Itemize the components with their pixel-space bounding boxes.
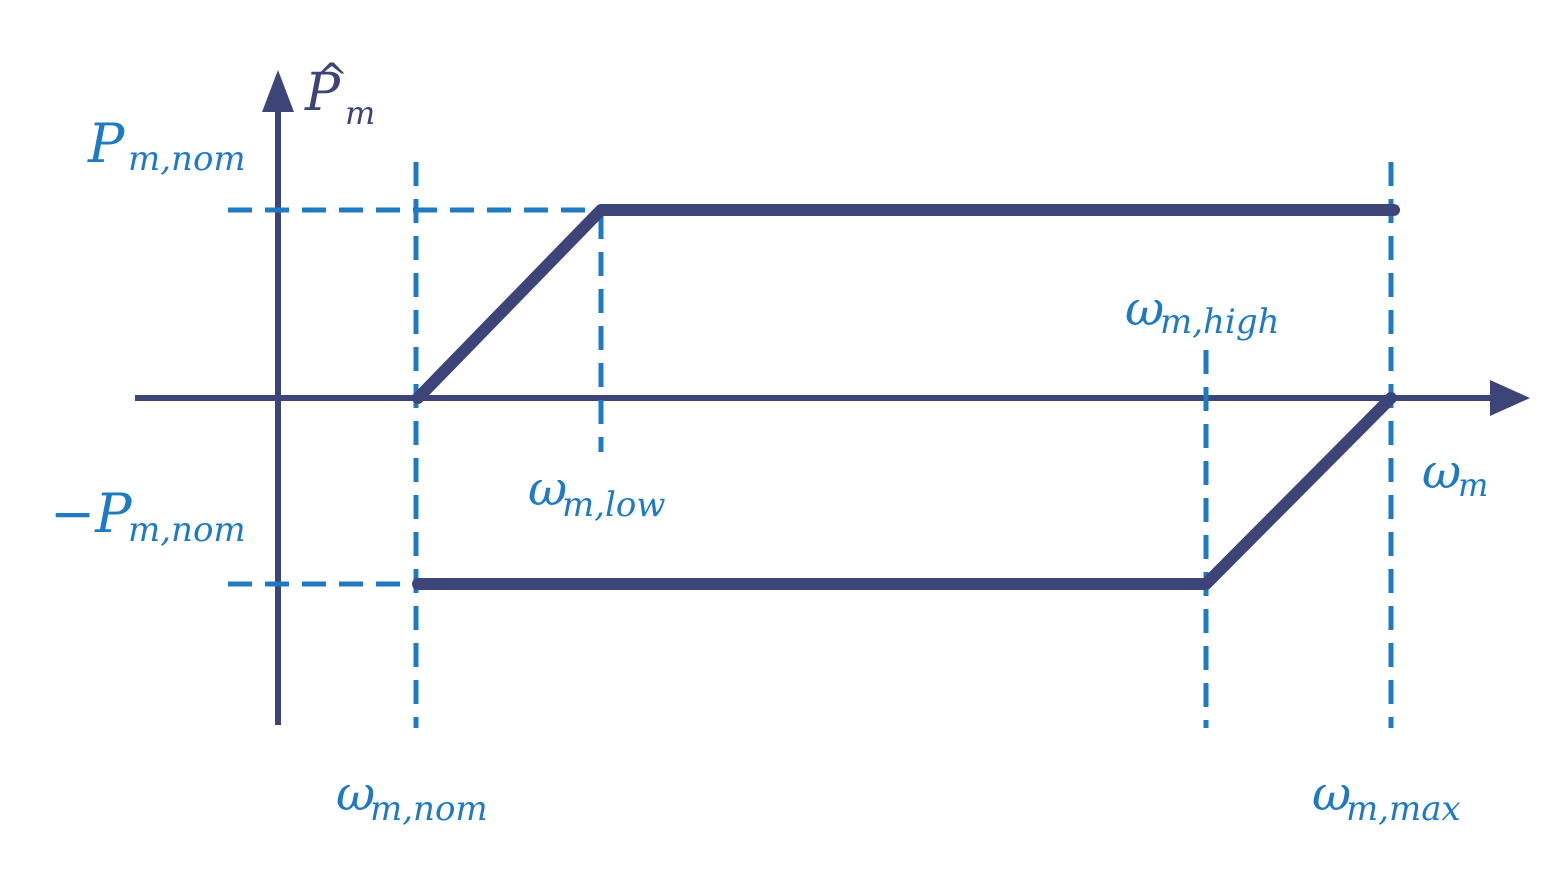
- x-axis-label-sub: m: [1458, 466, 1488, 504]
- label-p-nom: P m,nom: [87, 112, 246, 179]
- label-w-high: ω m,high: [1125, 281, 1279, 342]
- upper-limit-curve: [412, 204, 1400, 404]
- label-neg-p-nom-main: −P: [50, 482, 133, 545]
- y-axis-label: ^ P m: [304, 56, 375, 132]
- lower-limit-curve: [412, 392, 1397, 590]
- label-w-nom: ω m,nom: [336, 766, 488, 829]
- y-axis-arrow: [262, 70, 294, 112]
- label-p-nom-main: P: [87, 112, 126, 175]
- label-neg-p-nom: −P m,nom: [50, 482, 246, 550]
- guide-lines: [228, 162, 1394, 728]
- x-axis-label-main: ω: [1422, 444, 1461, 500]
- label-w-high-main: ω: [1125, 281, 1164, 337]
- axes: [135, 70, 1530, 725]
- label-neg-p-nom-sub: m,nom: [128, 510, 246, 550]
- label-w-max: ω m,max: [1312, 766, 1461, 829]
- label-w-high-sub: m,high: [1160, 302, 1279, 342]
- label-w-low: ω m,low: [528, 461, 666, 525]
- label-w-low-sub: m,low: [562, 485, 666, 525]
- label-w-max-main: ω: [1312, 766, 1351, 822]
- y-axis-label-sub: m: [345, 94, 375, 132]
- label-w-max-sub: m,max: [1346, 789, 1461, 829]
- characteristic-curves: [412, 204, 1400, 590]
- label-w-low-main: ω: [528, 461, 567, 517]
- label-w-nom-main: ω: [336, 766, 375, 822]
- y-axis-label-hat: ^: [315, 56, 349, 102]
- y-axis-label-main: P: [304, 63, 341, 123]
- label-p-nom-sub: m,nom: [128, 139, 246, 179]
- label-w-nom-sub: m,nom: [370, 789, 488, 829]
- x-axis-label: ω m: [1422, 444, 1488, 504]
- x-axis-arrow: [1490, 380, 1530, 416]
